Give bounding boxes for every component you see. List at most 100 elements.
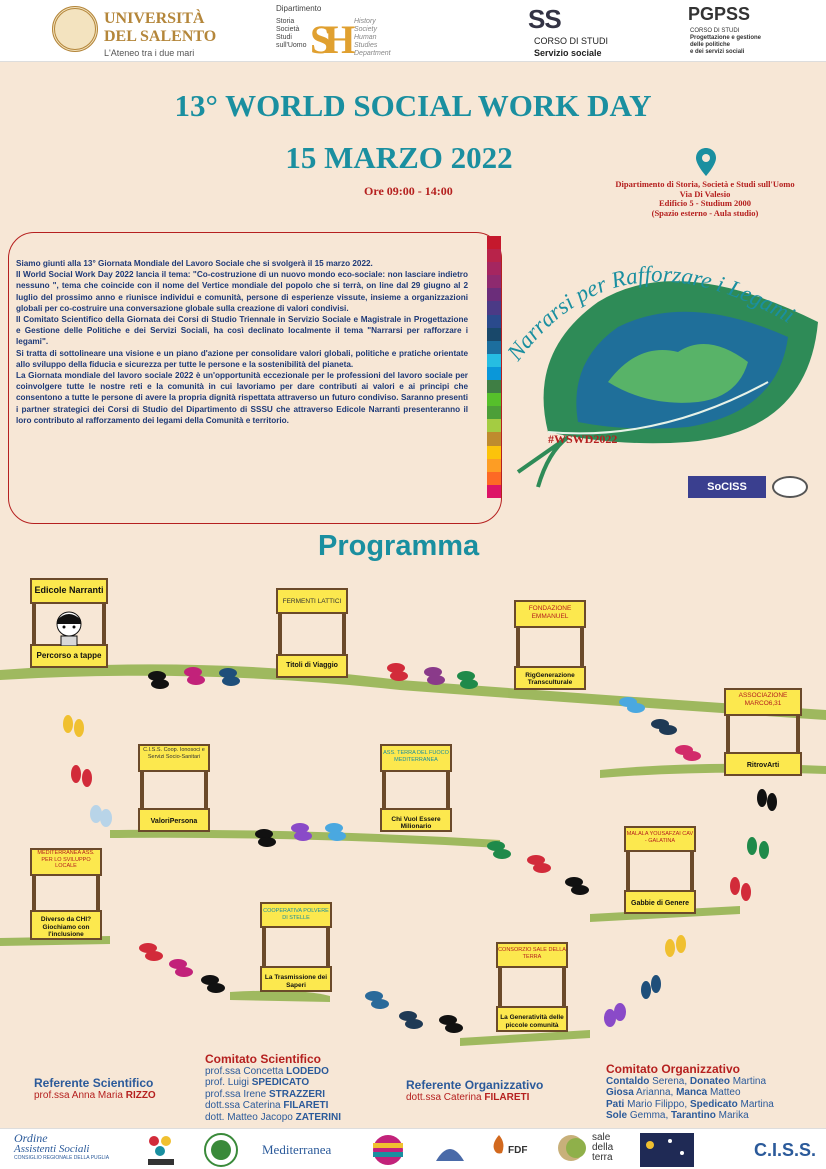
intro-paragraph-2: Il World Social Work Day 2022 lancia il … xyxy=(16,270,468,313)
ref-sci-prefix: prof.ssa Anna Maria xyxy=(34,1089,123,1101)
co-row-2: Giosa Arianna, Manca Matteo xyxy=(606,1087,816,1099)
ciss-logo: C.I.S.S. xyxy=(753,1140,816,1160)
cs-member-4: dott.ssa Caterina FILARETI xyxy=(205,1100,395,1112)
fdf-flame-icon xyxy=(493,1135,504,1154)
comitato-scientifico: Comitato Scientifico prof.ssa Concetta L… xyxy=(205,1053,395,1124)
co-r2-n1: Arianna, xyxy=(636,1087,674,1098)
ref-organizzativo-heading: Referente Organizzativo xyxy=(406,1078,544,1092)
ordine-line3: CONSIGLIO REGIONALE DELLA PUGLIA xyxy=(14,1155,110,1161)
referente-organizzativo: Referente Organizzativo dott.ssa Caterin… xyxy=(406,1078,586,1103)
stall-malala-yousafzai: MALALA YOUSAFZAI CAV - GALATINA Gabbie d… xyxy=(624,826,696,918)
fdf-logo: FDF xyxy=(488,1133,538,1167)
event-time: Ore 09:00 - 14:00 xyxy=(364,184,453,198)
intro-paragraph-1: Siamo giunti alla 13° Giornata Mondiale … xyxy=(16,259,373,268)
fermenti-lattici-logo-icon xyxy=(148,1136,174,1165)
co-r2-s2: Manca xyxy=(676,1087,708,1098)
stall-8-title: MEDITERRANEA ASS. PER LO SVILUPPO LOCALE xyxy=(37,850,95,869)
stall-4-subtitle: RitrovArti xyxy=(746,762,780,769)
sale-terra-text: sale della terra xyxy=(592,1133,613,1163)
cs-m2-surname: SPEDICATO xyxy=(251,1077,310,1088)
cs-member-3: prof.ssa Irene STRAZZERI xyxy=(205,1089,395,1101)
stall-6-title: ASS. TERRA DEL FUOCO MEDITERRANEA xyxy=(383,750,449,763)
intro-box xyxy=(8,232,502,524)
stall-1-title: Edicole Narranti xyxy=(34,585,104,595)
globe-stripes-logo-icon xyxy=(373,1135,403,1165)
stall-3-title: FONDAZIONE EMMANUEL xyxy=(528,605,572,620)
ref-scientifico-heading: Referente Scientifico xyxy=(34,1076,154,1090)
department-right-text: History Society Human Studies Department xyxy=(354,18,391,58)
university-logo: UNIVERSITÀ DEL SALENTO L'Ateneo tra i du… xyxy=(52,4,216,58)
department-sh-mark-icon: SH xyxy=(310,17,355,62)
venue-line4: (Spazio esterno - Aula studio) xyxy=(651,207,759,218)
cs-m1-prefix: prof.ssa Concetta xyxy=(205,1065,284,1077)
department-logo: Dipartimento Storia Società Studi sull'U… xyxy=(276,4,400,62)
terra-del-fuoco-logo-icon xyxy=(436,1149,464,1161)
department-left-text: Storia Società Studi sull'Uomo xyxy=(276,18,307,50)
cs-m1-surname: LODEDO xyxy=(286,1065,329,1077)
dept-left-3: Studi xyxy=(276,34,292,41)
stall-5-subtitle: ValoriPersona xyxy=(150,818,198,825)
department-title: Dipartimento xyxy=(276,4,322,13)
university-name-line2: DEL SALENTO xyxy=(104,28,217,45)
co-r1-n2: Martina xyxy=(732,1075,767,1087)
hashtag: #WSWD2022 xyxy=(548,432,618,446)
university-name-line1: UNIVERSITÀ xyxy=(104,10,205,27)
cs-m4-surname: FILARETI xyxy=(283,1100,329,1111)
top-logo-bar: UNIVERSITÀ DEL SALENTO L'Ateneo tra i du… xyxy=(0,0,826,62)
co-r1-s2: Donateo xyxy=(689,1075,730,1087)
co-r1-s1: Contaldo xyxy=(606,1075,650,1087)
comitato-organizzativo-heading: Comitato Organizzativo xyxy=(606,1062,741,1076)
stall-2-subtitle: Titoli di Viaggio xyxy=(286,662,338,669)
venue-line3: Edificio 5 - Studium 2000 xyxy=(658,198,752,208)
event-venue: Dipartimento di Storia, Società e Studi … xyxy=(600,179,810,218)
character-icon xyxy=(56,611,82,646)
cs-m3-surname: STRAZZERI xyxy=(268,1088,326,1100)
polvere-di-stelle-logo-icon xyxy=(640,1133,694,1167)
stall-marco631: ASSOCIAZIONE MARCO6,31 RitrovArti xyxy=(724,688,802,780)
co-r4-n2: Marika xyxy=(718,1110,749,1121)
pgpss-line1: CORSO DI STUDI xyxy=(690,28,740,34)
ordine-assistenti-logo: Ordine Assistenti Sociali CONSIGLIO REGI… xyxy=(14,1131,120,1167)
ref-org-surname: FILARETI xyxy=(484,1091,530,1103)
cs-m4-prefix: dott.ssa Caterina xyxy=(205,1100,281,1111)
stall-7-subtitle: Gabbie di Genere xyxy=(631,900,689,907)
pgpss-line4: e dei servizi sociali xyxy=(690,49,745,55)
ordine-line1: Ordine xyxy=(14,1131,48,1145)
stall-6-subtitle: Chi Vuol Essere Milionario xyxy=(391,816,441,830)
course-pgpss-logo: PGPSS CORSO DI STUDI Progettazione e ges… xyxy=(688,4,778,58)
event-date: 15 MARZO 2022 xyxy=(285,140,513,175)
pgpss-line3: delle politiche xyxy=(690,42,731,48)
sociss-logo: SoCISS xyxy=(688,476,766,498)
map-pin-icon xyxy=(696,148,716,176)
della-text: della xyxy=(592,1142,614,1153)
ordine-line2: Assistenti Sociali xyxy=(14,1143,90,1155)
stall-3-subtitle: RigGenerazione Transculturale xyxy=(525,672,575,686)
stall-fermenti-lattici: FERMENTI LATTICI Titoli di Viaggio xyxy=(276,588,348,684)
cs-member-1: prof.ssa Concetta LODEDO xyxy=(205,1066,395,1078)
venue-line1: Dipartimento di Storia, Società e Studi … xyxy=(615,179,795,189)
co-r2-s1: Giosa xyxy=(606,1087,634,1098)
course-ss-logo: SS CORSO DI STUDI Servizio sociale xyxy=(528,4,628,58)
mediterranea-logo: Mediterranea xyxy=(262,1142,332,1157)
stall-10-subtitle: La Generatività delle piccole comunità xyxy=(500,1014,564,1029)
stall-2-title: FERMENTI LATTICI xyxy=(282,598,342,605)
ref-sci-surname: RIZZO xyxy=(125,1089,156,1101)
ss-line1: CORSO DI STUDI xyxy=(534,36,609,46)
stall-7-title: MALALA YOUSAFZAI CAV - GALATINA xyxy=(626,831,694,844)
stall-mediterranea: MEDITERRANEA ASS. PER LO SVILUPPO LOCALE… xyxy=(30,848,102,944)
sale-terra-circle-icon xyxy=(558,1135,586,1161)
cs-member-5: dott. Matteo Jacopo ZATERINI xyxy=(205,1112,395,1124)
stall-10-title: CONSORZIO SALE DELLA TERRA xyxy=(498,947,566,960)
green-circle-logo-icon xyxy=(204,1133,238,1167)
sale-della-terra-logo: sale della terra xyxy=(556,1133,622,1167)
stall-ciss: C.I.S.S. Coop. Ionosoci e Servizi Socio-… xyxy=(138,744,210,836)
pgpss-line2: Progettazione e gestione xyxy=(690,35,762,41)
co-r4-n1: Gemma, xyxy=(629,1110,669,1121)
footprints xyxy=(63,663,777,1033)
co-row-4: Sole Gemma, Tarantino Marika xyxy=(606,1110,816,1122)
co-r3-s1: Pati xyxy=(606,1098,625,1110)
co-r3-s2: Spedicato xyxy=(689,1098,738,1110)
cs-m5-prefix: dott. Matteo Jacopo xyxy=(205,1111,293,1123)
referente-scientifico: Referente Scientifico prof.ssa Anna Mari… xyxy=(34,1076,204,1101)
dept-right-3: Human xyxy=(354,34,377,41)
